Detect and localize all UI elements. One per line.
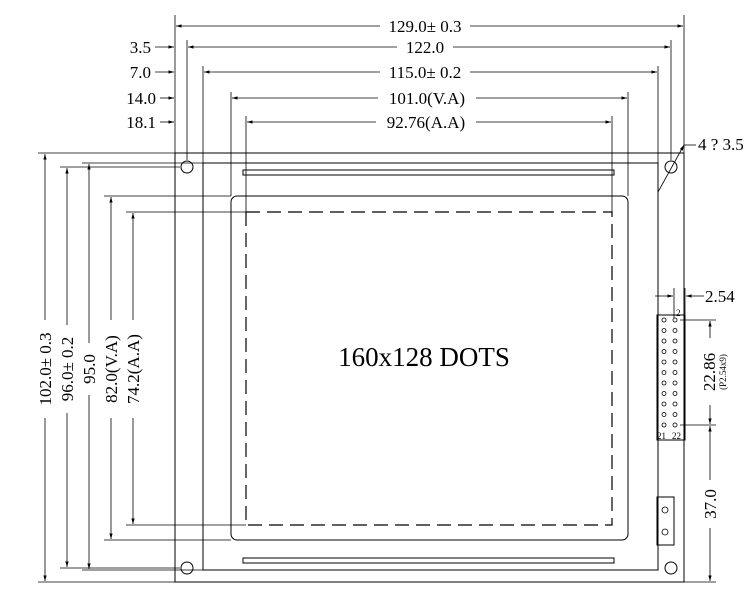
connector-pin [661,380,667,386]
connector-pin [672,412,678,417]
hole-note: 4 ? 3.5 [657,135,744,193]
connector-pin [661,317,667,323]
dim-connector-offset: 37.0 [701,489,720,519]
bezel-outline [202,162,659,571]
connector-pin [661,349,667,354]
module-outline [174,152,685,583]
side-connector [656,496,675,546]
pcb-outline [174,152,685,583]
connector-pin [672,391,678,396]
connector-pin [672,328,678,333]
dim-view-area-height: 82.0(V.A) [102,335,121,403]
connector-dimensions: 2.54 22.86 (P2.54x9) 37.0 2 21 22 [655,287,735,583]
pin-label-21: 21 [657,431,666,441]
dim-offset-14-0: 14.0 [126,89,156,108]
dim-hole-pitch-height: 95.0 [80,354,99,384]
module-label: 160x128 DOTS [338,342,510,372]
pin-label-2: 2 [676,308,681,318]
connector-pin [672,380,678,386]
top-strip [242,169,615,176]
dim-offset-18-1: 18.1 [126,113,156,132]
connector-pin [661,401,667,407]
connector-pin [661,359,667,365]
mounting-hole-top-left [180,160,194,174]
mounting-hole-bottom-left [180,561,194,575]
horizontal-dimensions: 129.0± 0.3 122.0 115.0± 0.2 101.0(V.A) 9… [126,15,685,212]
dim-offset-7-0: 7.0 [130,63,151,82]
pin-label-22: 22 [672,431,681,441]
dim-outline-height: 96.0± 0.2 [58,337,77,402]
connector-pin [672,359,678,365]
dim-connector-span: 22.86 [700,353,719,391]
connector-pin [672,349,678,354]
connector-pin [672,370,678,375]
dim-hole-pitch-width: 122.0 [406,38,444,57]
connector-pin [672,317,678,323]
dim-view-area-width: 101.0(V.A) [389,89,465,108]
mounting-hole-top-right [664,160,678,174]
bottom-strip [242,557,615,564]
connector-pin [661,422,667,428]
viewing-area-outline [230,195,629,541]
hole-note-label: 4 ? 3.5 [698,135,744,154]
connector-pin [672,401,678,407]
side-connector-hole [661,528,669,536]
connector-pin [661,370,667,375]
connector-pin [672,338,678,344]
connector-pin [661,412,667,417]
connector-outline [656,314,686,441]
dim-overall-width: 129.0± 0.3 [388,17,461,36]
connector-pin [672,422,678,428]
dim-pin-pitch: 2.54 [705,287,735,306]
vertical-dimensions: 102.0± 0.3 96.0± 0.2 95.0 82.0(V.A) 74.2… [36,152,246,583]
connector-pins [661,317,678,428]
mounting-hole-bottom-right [664,561,678,575]
dim-offset-3-5: 3.5 [130,38,151,57]
connector-pin [661,328,667,333]
connector-block [656,314,686,546]
connector-pitch-note: (P2.54x9) [718,354,728,390]
dim-overall-height: 102.0± 0.3 [36,332,55,405]
side-connector-hole [661,506,669,514]
active-area-outline [245,211,613,526]
connector-pin [661,391,667,396]
dim-active-area-width: 92.76(A.A) [387,113,465,132]
mounting-holes [180,160,678,575]
dim-active-area-height: 74.2(A.A) [124,334,143,404]
connector-pin [661,338,667,344]
dim-pcb-inner-width: 115.0± 0.2 [389,63,461,82]
